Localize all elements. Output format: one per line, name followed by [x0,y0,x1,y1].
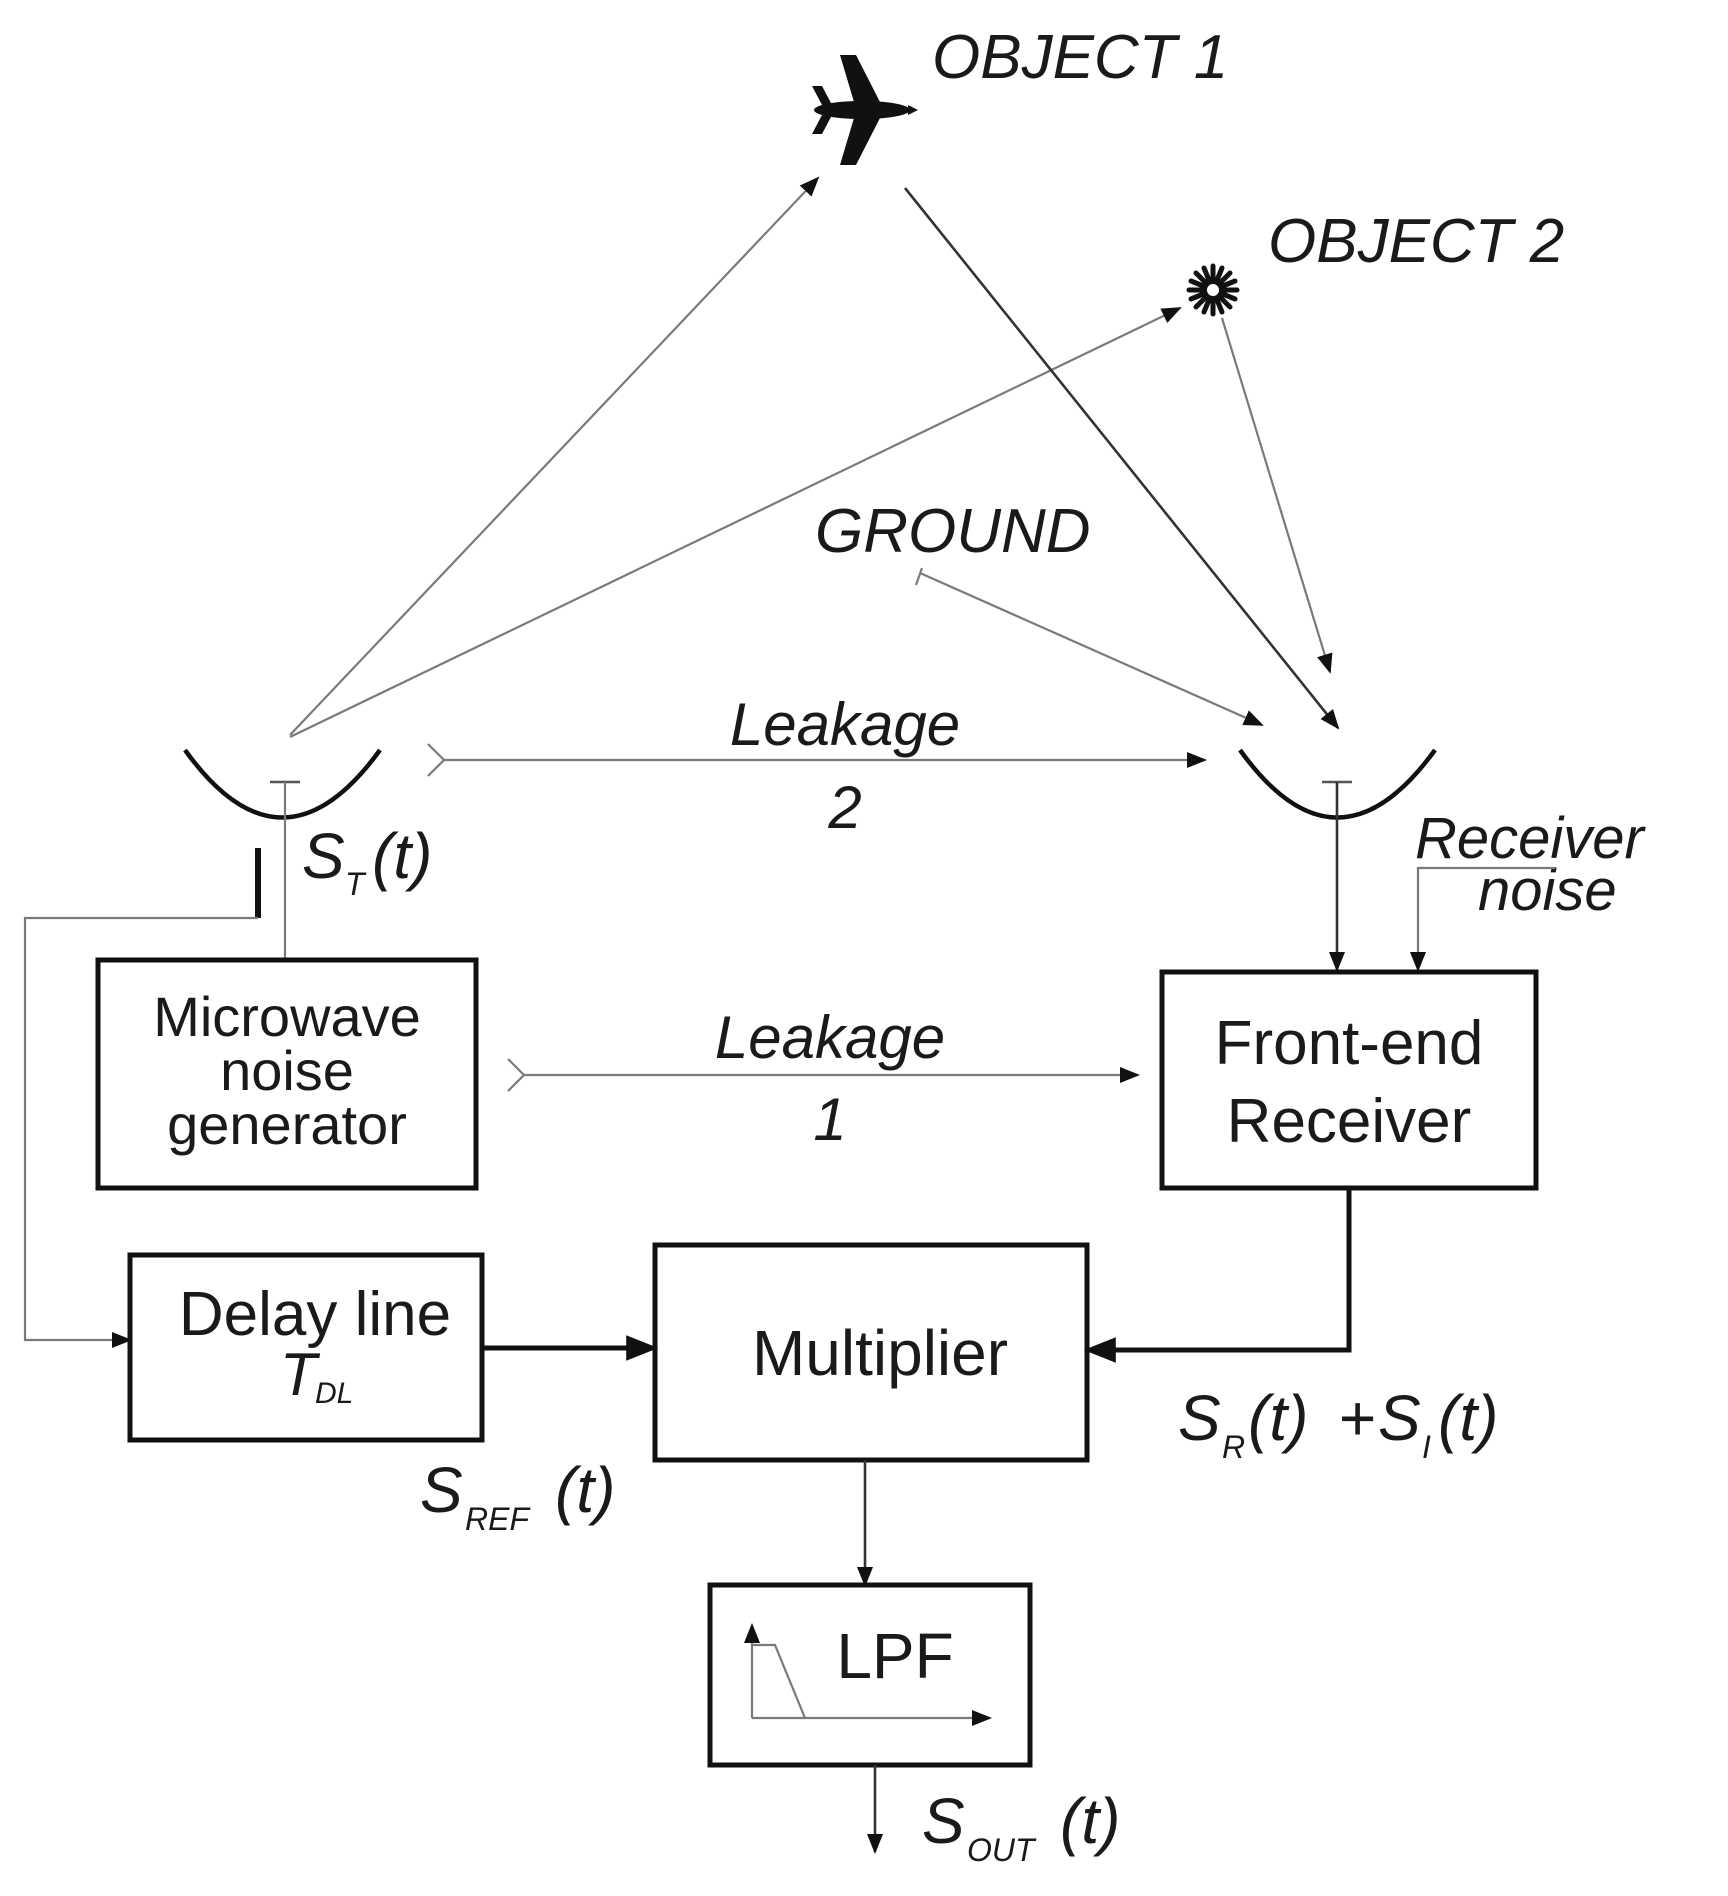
st-signal-label: S T (t) [302,820,432,902]
leakage2-tail [427,743,446,777]
lowpass-response-icon [744,1623,992,1726]
ray-ground-to-rx [919,571,1264,727]
receiver-to-multiplier-arrow [1083,1188,1352,1363]
receiver-noise-line1: Receiver [1415,806,1647,871]
svg-text:(t): (t) [1248,1382,1308,1454]
svg-text:REF: REF [465,1501,531,1537]
multiplier-block: Multiplier [652,1242,1090,1463]
svg-text:OUT: OUT [967,1832,1037,1868]
svg-text:(t): (t) [555,1454,615,1526]
svg-text:(t): (t) [372,820,432,892]
object1-label: OBJECT 1 [932,23,1228,92]
svg-text:S: S [922,1785,965,1857]
ground-reflection-tick [914,567,924,586]
ray-tx-to-object2 [289,307,1182,738]
svg-text:S: S [1378,1382,1421,1454]
leakage1-number: 1 [813,1086,846,1153]
svg-text:Microwave: Microwave [153,985,421,1048]
lpf-block: LPF [707,1582,1033,1768]
svg-text:noise: noise [220,1039,354,1102]
svg-text:Multiplier: Multiplier [752,1317,1008,1389]
leakage2-number: 2 [827,774,861,841]
ray-object1-to-rx [903,187,1340,730]
svg-text:(t): (t) [1438,1382,1498,1454]
svg-text:Receiver: Receiver [1227,1087,1472,1156]
svg-text:Front-end: Front-end [1215,1009,1484,1078]
leakage1-word: Leakage [715,1004,945,1071]
sr-si-signal-label: S R (t) + S I (t) [1178,1382,1498,1465]
noise-generator-block: Microwave noise generator [95,957,479,1191]
receiver-noise-arrow [1410,866,1555,972]
svg-text:generator: generator [167,1093,407,1156]
svg-text:Delay line: Delay line [179,1280,451,1349]
sref-signal-label: S REF (t) [420,1454,615,1537]
svg-text:S: S [302,820,345,892]
svg-text:+: + [1338,1382,1375,1454]
svg-text:I: I [1422,1429,1431,1465]
svg-text:LPF: LPF [836,1620,953,1692]
svg-text:(t): (t) [1060,1785,1120,1857]
svg-text:T: T [345,866,367,902]
leakage1-tail [507,1058,526,1092]
svg-text:R: R [1222,1429,1245,1465]
tx-antenna [183,748,382,820]
reference-path [23,916,258,1348]
starburst-icon [1186,263,1240,317]
leakage2-word: Leakage [730,691,960,758]
object2-label: OBJECT 2 [1268,207,1564,276]
dish-antenna-icon [183,748,382,820]
svg-text:S: S [420,1454,463,1526]
svg-text:DL: DL [315,1377,353,1410]
ray-object2-to-rx [1220,317,1333,674]
delay-line-block: Delay line T DL [127,1252,485,1443]
svg-text:S: S [1178,1382,1221,1454]
ray-tx-to-object1 [289,176,820,736]
ground-label: GROUND [815,497,1091,566]
svg-text:T: T [280,1341,321,1408]
airplane-icon [812,55,918,165]
front-end-receiver-block: Front-end Receiver [1159,969,1539,1191]
sout-signal-label: S OUT (t) [922,1785,1120,1868]
